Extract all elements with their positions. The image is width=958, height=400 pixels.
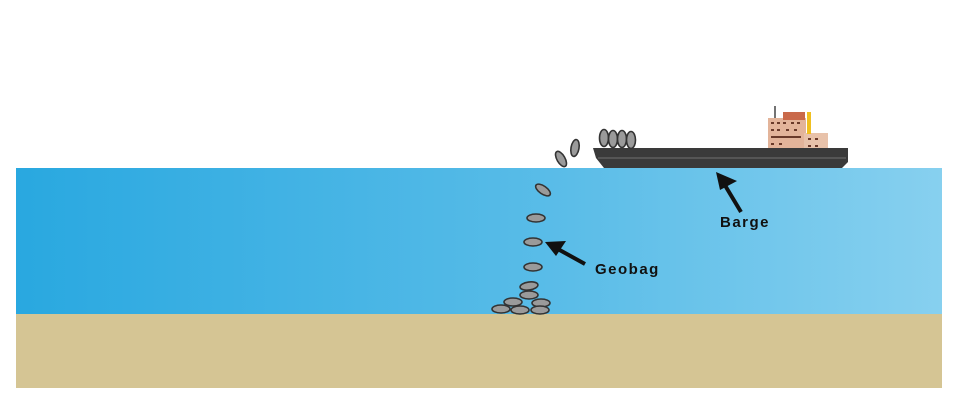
geobag-arrow — [545, 241, 586, 266]
barge — [593, 106, 848, 168]
geobag-label: Geobag — [595, 261, 660, 278]
seabed-sand — [16, 314, 942, 388]
barge-label: Barge — [720, 214, 770, 231]
falling-geobags — [523, 138, 581, 272]
geobags-on-deck — [598, 128, 637, 150]
superstructure — [768, 106, 828, 154]
water — [16, 168, 942, 314]
barge-arrow — [716, 172, 743, 214]
geobag-pile — [491, 281, 551, 315]
